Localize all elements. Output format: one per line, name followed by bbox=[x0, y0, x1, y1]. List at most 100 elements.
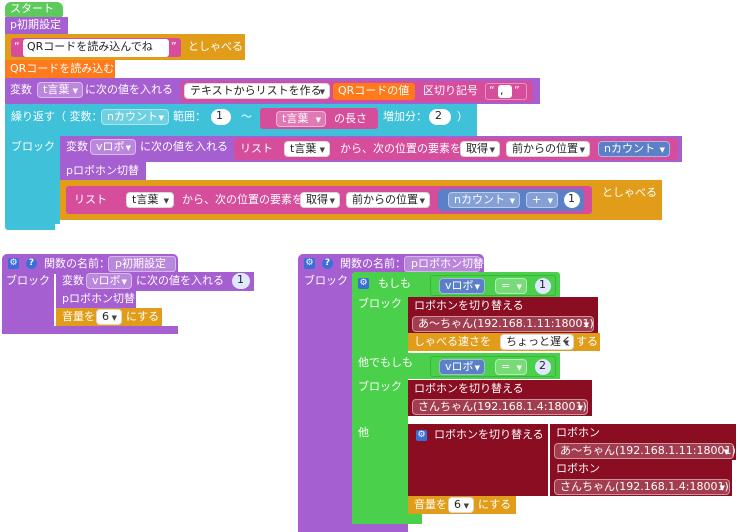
robot-dropdown-2[interactable]: さんちゃん(192.168.1.4:18001) bbox=[412, 399, 588, 415]
elseif-block[interactable]: 他でもしも vロボ = 2 bbox=[352, 353, 560, 379]
func-init-call-switch[interactable]: pロボホン切替 bbox=[56, 291, 136, 308]
list-var-dropdown[interactable]: t言葉 bbox=[284, 141, 330, 157]
set-var-t-block[interactable]: 変数 t言葉 に次の値を入れる テキストからリストを作る QRコードの値 区切り… bbox=[5, 78, 540, 104]
func-init-var-dropdown[interactable]: vロボ bbox=[86, 273, 132, 289]
text-block[interactable]: “ QRコードを読み込んでね ” bbox=[11, 38, 181, 57]
length-var-dropdown[interactable]: t言葉 bbox=[276, 111, 326, 127]
var-v-dropdown[interactable]: vロボ bbox=[90, 139, 136, 155]
gear-icon[interactable]: ⚙ bbox=[304, 258, 315, 269]
elseif-block-label: ブロック bbox=[358, 380, 402, 393]
robot-dropdown-3[interactable]: あ〜ちゃん(192.168.1.11:18001) bbox=[554, 443, 736, 459]
robohon-item-2[interactable]: ロボホン さんちゃん(192.168.1.4:18001) bbox=[548, 460, 732, 496]
robot-dropdown-4[interactable]: さんちゃん(192.168.1.4:18001) bbox=[554, 479, 730, 495]
if-block-label: ブロック bbox=[358, 297, 402, 310]
compare-op-dropdown-1[interactable]: = bbox=[495, 278, 527, 294]
var-t-dropdown[interactable]: t言葉 bbox=[37, 82, 83, 98]
get-op-dropdown-2[interactable]: 取得 bbox=[300, 192, 340, 208]
gear-icon[interactable]: ⚙ bbox=[416, 430, 427, 441]
say-block[interactable]: “ QRコードを読み込んでね ” としゃべる bbox=[5, 34, 245, 60]
say-text-field[interactable]: QRコードを読み込んでね bbox=[23, 39, 169, 57]
func-name-field[interactable]: pロボホン切替 bbox=[404, 256, 484, 272]
from-next-pos-label: から、次の位置の要素を bbox=[182, 193, 303, 206]
help-icon[interactable]: ? bbox=[26, 258, 37, 269]
robohon-label: ロボホン bbox=[556, 462, 600, 475]
make-list-block[interactable]: テキストからリストを作る QRコードの値 区切り記号 “ , ” bbox=[181, 81, 533, 102]
list-get-block[interactable]: リスト t言葉 から、次の位置の要素を 取得 前からの位置 nカウント bbox=[234, 138, 678, 160]
math-value-field[interactable]: 1 bbox=[564, 192, 580, 208]
var-label: 変数 bbox=[66, 140, 88, 153]
switch-robohon-multi-block[interactable]: ⚙ ロボホンを切り替える bbox=[408, 424, 548, 496]
repeat-block[interactable]: 繰り返す（ 変数： nカウント 範囲： 1 〜 t言葉 の長さ 増加分： 2 ） bbox=[5, 104, 477, 136]
compare-value-field-1[interactable]: 1 bbox=[535, 278, 551, 294]
speed-suffix-label: する bbox=[576, 335, 598, 348]
func-switch-left-arm bbox=[298, 274, 352, 530]
read-qr-label: QRコードを読み込む bbox=[10, 62, 115, 75]
call-switch-label: pロボホン切替 bbox=[66, 164, 139, 177]
delimiter-field[interactable]: , bbox=[498, 85, 512, 98]
volume-suffix-label: にする bbox=[126, 310, 160, 323]
var-n-dropdown[interactable]: nカウント bbox=[101, 109, 169, 125]
list-label: リスト bbox=[240, 142, 273, 155]
length-label: の長さ bbox=[334, 112, 367, 125]
set-next-label: に次の値を入れる bbox=[140, 140, 228, 153]
pos-op-dropdown-2[interactable]: 前からの位置 bbox=[346, 192, 430, 208]
set-var-v-block[interactable]: 変数 vロボ に次の値を入れる リスト t言葉 から、次の位置の要素を 取得 前… bbox=[60, 136, 682, 162]
func-init-left-arm bbox=[2, 274, 54, 332]
help-icon[interactable]: ? bbox=[322, 258, 333, 269]
switch-robohon-block-2[interactable]: ロボホンを切り替える さんちゃん(192.168.1.4:18001) bbox=[408, 380, 592, 416]
speech-speed-block[interactable]: しゃべる速さを ちょっと遅く する bbox=[408, 333, 600, 351]
compare-value-field-2[interactable]: 2 bbox=[535, 359, 551, 375]
list-var-dropdown-2[interactable]: t言葉 bbox=[126, 192, 174, 208]
func-switch-volume[interactable]: 音量を 6 にする bbox=[408, 496, 516, 514]
func-switch-block[interactable]: ⚙ ? 関数の名前： pロボホン切替 bbox=[298, 254, 484, 274]
from-next-pos-label: から、次の位置の要素を bbox=[340, 142, 461, 155]
func-name-label: 関数の名前： bbox=[44, 257, 110, 270]
volume-suffix-label: にする bbox=[478, 498, 512, 511]
get-op-dropdown[interactable]: 取得 bbox=[460, 141, 500, 157]
compare-block-2[interactable]: vロボ = 2 bbox=[430, 356, 556, 377]
if-block[interactable]: ⚙ もしも vロボ = 1 bbox=[352, 272, 560, 298]
read-qr-block[interactable]: QRコードを読み込む bbox=[5, 60, 115, 78]
func-init-volume[interactable]: 音量を 6 にする bbox=[56, 308, 162, 326]
robot-dropdown-1[interactable]: あ〜ちゃん(192.168.1.11:18001) bbox=[412, 316, 594, 332]
increment-field[interactable]: 2 bbox=[429, 109, 451, 125]
switch-label: ロボホンを切り替える bbox=[414, 382, 524, 395]
set-next-label: に次の値を入れる bbox=[85, 83, 173, 96]
compare-var-dropdown-1[interactable]: vロボ bbox=[439, 278, 485, 294]
math-var-dropdown[interactable]: nカウント bbox=[448, 192, 520, 208]
compare-op-dropdown-2[interactable]: = bbox=[495, 359, 527, 375]
delimiter-text-block[interactable]: “ , ” bbox=[485, 83, 527, 100]
close-paren: ） bbox=[457, 110, 468, 123]
switch-robohon-block-1[interactable]: ロボホンを切り替える あ〜ちゃん(192.168.1.11:18001) bbox=[408, 297, 598, 333]
call-switch-block[interactable]: pロボホン切替 bbox=[60, 162, 146, 180]
robohon-item-1[interactable]: ロボホン あ〜ちゃん(192.168.1.11:18001) bbox=[548, 424, 736, 460]
list-index-var-dropdown[interactable]: nカウント bbox=[598, 141, 670, 157]
compare-var-dropdown-2[interactable]: vロボ bbox=[439, 359, 485, 375]
gear-icon[interactable]: ⚙ bbox=[8, 258, 19, 269]
func-init-set-var[interactable]: 変数 vロボ に次の値を入れる 1 bbox=[56, 272, 254, 291]
qr-value-block[interactable]: QRコードの値 bbox=[333, 83, 415, 100]
start-block[interactable]: スタート bbox=[5, 2, 63, 17]
math-add-block[interactable]: nカウント + 1 bbox=[438, 189, 584, 211]
func-init-value-field[interactable]: 1 bbox=[232, 273, 250, 289]
make-list-dropdown[interactable]: テキストからリストを作る bbox=[184, 83, 330, 99]
compare-block-1[interactable]: vロボ = 1 bbox=[430, 275, 556, 296]
speed-dropdown[interactable]: ちょっと遅く bbox=[500, 334, 574, 350]
math-op-dropdown[interactable]: + bbox=[526, 192, 558, 208]
speed-label: しゃべる速さを bbox=[414, 335, 491, 348]
func-init-block[interactable]: ⚙ ? 関数の名前： p初期設定 bbox=[2, 254, 178, 274]
func-name-field[interactable]: p初期設定 bbox=[108, 256, 176, 272]
if-bottom bbox=[352, 514, 422, 524]
func-switch-volume-dropdown[interactable]: 6 bbox=[448, 497, 474, 513]
call-p-init-block[interactable]: p初期設定 bbox=[5, 17, 68, 34]
pos-op-dropdown[interactable]: 前からの位置 bbox=[506, 141, 590, 157]
list-get-block-2[interactable]: リスト t言葉 から、次の位置の要素を 取得 前からの位置 nカウント + 1 bbox=[66, 186, 592, 214]
gear-icon[interactable]: ⚙ bbox=[358, 278, 369, 289]
range-start-field[interactable]: 1 bbox=[211, 109, 231, 125]
quote-icon: “ bbox=[489, 84, 495, 97]
length-block[interactable]: t言葉 の長さ bbox=[260, 108, 378, 129]
say-block-2[interactable]: リスト t言葉 から、次の位置の要素を 取得 前からの位置 nカウント + 1 … bbox=[60, 180, 662, 220]
quote-icon: “ bbox=[14, 40, 20, 53]
func-init-volume-dropdown[interactable]: 6 bbox=[96, 309, 122, 325]
quote-icon: ” bbox=[514, 84, 520, 97]
